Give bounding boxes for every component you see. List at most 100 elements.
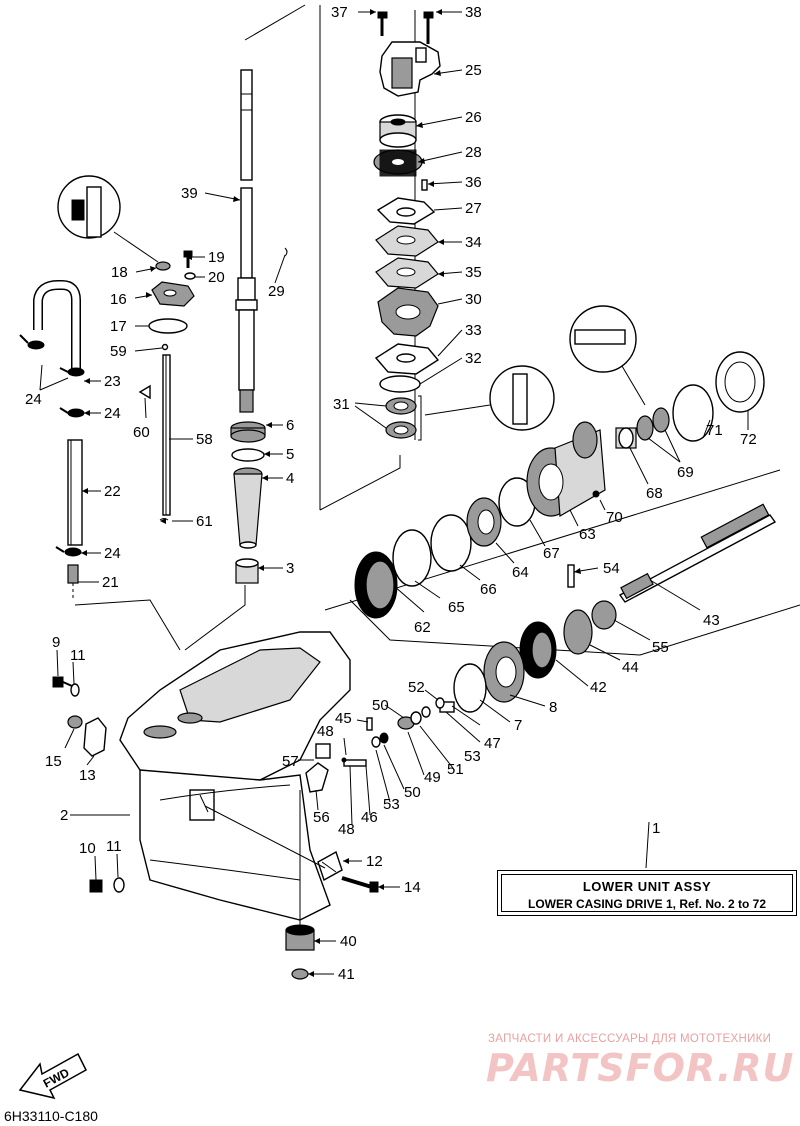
hose-clamp-24d bbox=[55, 546, 82, 557]
key-36 bbox=[421, 179, 428, 191]
oil-seals-69 bbox=[636, 407, 670, 441]
bearing-68 bbox=[615, 427, 637, 449]
callout-52: 52 bbox=[408, 679, 425, 696]
hose-clamp-24b bbox=[59, 367, 85, 377]
callout-68: 68 bbox=[646, 485, 663, 502]
callout-54: 54 bbox=[603, 560, 620, 577]
shift-mechanism-parts bbox=[305, 701, 455, 793]
insert-cartridge-26 bbox=[379, 114, 417, 148]
watermark-tagline: ЗАПЧАСТИ И АКСЕССУАРЫ ДЛЯ МОТОТЕХНИКИ bbox=[488, 1033, 772, 1045]
callout-28: 28 bbox=[465, 144, 482, 161]
washer-11b bbox=[113, 877, 125, 893]
callout-58: 58 bbox=[196, 431, 213, 448]
callout-31: 31 bbox=[333, 396, 350, 413]
callout-50a: 50 bbox=[372, 697, 389, 714]
bolt-19 bbox=[183, 250, 193, 268]
callout-12: 12 bbox=[366, 853, 383, 870]
screw-14 bbox=[341, 876, 379, 893]
callout-33: 33 bbox=[465, 322, 482, 339]
spring-55 bbox=[591, 600, 617, 630]
callout-56: 56 bbox=[313, 809, 330, 826]
callout-48b: 48 bbox=[338, 821, 355, 838]
diagram-code: 6H33110-C180 bbox=[4, 1108, 98, 1124]
callout-71: 71 bbox=[706, 422, 723, 439]
pump-case-30 bbox=[377, 287, 439, 337]
callout-53a: 53 bbox=[464, 748, 481, 765]
bolt-38 bbox=[423, 11, 434, 44]
callout-34: 34 bbox=[465, 234, 482, 251]
propeller-shaft-43 bbox=[618, 503, 777, 603]
callout-2: 2 bbox=[60, 807, 68, 824]
callout-9: 9 bbox=[52, 634, 60, 651]
pin-70 bbox=[592, 490, 600, 498]
shift-rod-holder-16 bbox=[151, 281, 195, 307]
nut-41 bbox=[291, 968, 309, 980]
callout-24c: 24 bbox=[104, 545, 121, 562]
callout-40: 40 bbox=[340, 933, 357, 950]
callout-23: 23 bbox=[104, 373, 121, 390]
callout-63: 63 bbox=[579, 526, 596, 543]
bearing-6 bbox=[230, 421, 266, 443]
circlip-61 bbox=[159, 518, 169, 521]
watermark-brand: PARTSFOR.RU bbox=[486, 1046, 795, 1090]
callout-53b: 53 bbox=[383, 796, 400, 813]
callout-46: 46 bbox=[361, 809, 378, 826]
bolt-10 bbox=[89, 879, 103, 893]
callout-labels: 37 38 25 26 28 36 27 34 35 30 33 32 31 3… bbox=[25, 4, 757, 983]
hose-23 bbox=[33, 280, 81, 370]
callout-17: 17 bbox=[110, 318, 127, 335]
callout-21: 21 bbox=[102, 574, 119, 591]
shim-7 bbox=[453, 663, 487, 713]
callout-38: 38 bbox=[465, 4, 482, 21]
oil-seals-31 bbox=[385, 395, 422, 441]
assembly-title-inner: LOWER UNIT ASSY LOWER CASING DRIVE 1, Re… bbox=[501, 874, 793, 912]
lower-casing-2 bbox=[119, 631, 351, 921]
ring-nut-72 bbox=[715, 351, 765, 413]
callout-24a: 24 bbox=[25, 391, 42, 408]
circlip-29 bbox=[284, 247, 288, 257]
bearing-8 bbox=[483, 641, 525, 703]
leader-lines bbox=[39, 11, 749, 975]
callout-7: 7 bbox=[514, 717, 522, 734]
callout-49: 49 bbox=[424, 769, 441, 786]
sleeve-4 bbox=[233, 467, 263, 549]
callout-13: 13 bbox=[79, 767, 96, 784]
callout-36: 36 bbox=[465, 174, 482, 191]
pump-housing-25 bbox=[379, 41, 441, 97]
pin-54 bbox=[567, 564, 575, 588]
leader-arrows bbox=[81, 9, 581, 977]
callout-66: 66 bbox=[480, 581, 497, 598]
callout-41: 41 bbox=[338, 966, 355, 983]
callout-67: 67 bbox=[543, 545, 560, 562]
bolt-37 bbox=[377, 11, 388, 36]
washer-11a bbox=[70, 683, 80, 697]
callout-61: 61 bbox=[196, 513, 213, 530]
callout-42: 42 bbox=[590, 679, 607, 696]
callout-18: 18 bbox=[111, 264, 128, 281]
bevel-gear-42 bbox=[519, 621, 557, 679]
callout-39: 39 bbox=[181, 185, 198, 202]
grommet-18 bbox=[155, 261, 171, 271]
callout-51: 51 bbox=[447, 761, 464, 778]
callout-26: 26 bbox=[465, 109, 482, 126]
callout-10: 10 bbox=[79, 840, 96, 857]
callout-6: 6 bbox=[286, 417, 294, 434]
callout-62: 62 bbox=[414, 619, 431, 636]
gasket-33 bbox=[374, 343, 440, 375]
callout-69: 69 bbox=[677, 464, 694, 481]
washer-20 bbox=[184, 272, 196, 280]
o-ring-59 bbox=[161, 343, 169, 351]
callout-20: 20 bbox=[208, 269, 225, 286]
callout-32: 32 bbox=[465, 350, 482, 367]
callout-3: 3 bbox=[286, 560, 294, 577]
callout-57: 57 bbox=[282, 753, 299, 770]
callout-4: 4 bbox=[286, 470, 294, 487]
callout-44: 44 bbox=[622, 659, 639, 676]
outer-plate-34 bbox=[375, 225, 439, 257]
detail-callout-upper-left bbox=[57, 175, 159, 263]
callout-60: 60 bbox=[133, 424, 150, 441]
callout-72: 72 bbox=[740, 431, 757, 448]
shim-65 bbox=[392, 529, 432, 587]
callout-47: 47 bbox=[484, 735, 501, 752]
